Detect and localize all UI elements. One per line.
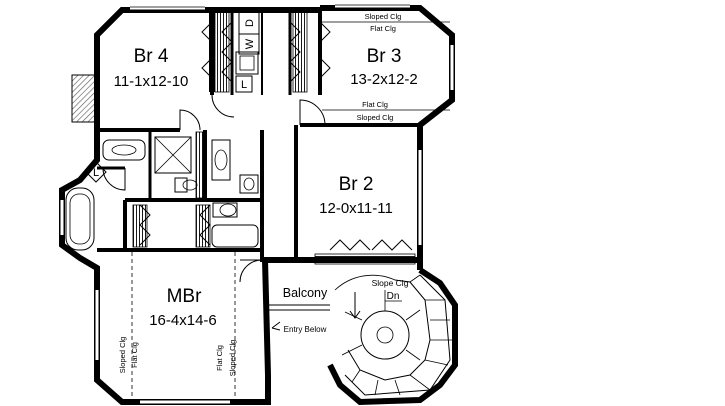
- stair-tower: [327, 267, 458, 406]
- linen-label-left: L: [93, 167, 99, 179]
- chimney: [71, 74, 99, 123]
- room-br2-name: Br 2: [339, 174, 374, 195]
- br3-flat-clg-top: Flat Clg: [370, 24, 396, 33]
- mbr-flat-clg-right: Flat Clg: [215, 345, 224, 371]
- mbr-flat-clg-left: Flat Clg: [130, 342, 139, 368]
- mbr-sloped-clg-right: Sloped Clg: [228, 340, 237, 377]
- entry-below-label: Entry Below: [284, 325, 327, 334]
- mbr-ceiling-lines: [131, 252, 236, 400]
- closet-doors: [139, 21, 413, 251]
- room-mbr-name: MBr: [167, 286, 203, 307]
- bath-fixtures: [65, 51, 259, 251]
- br3-ceiling-lines: [322, 21, 450, 111]
- br3-sloped-clg-bottom: Sloped Clg: [357, 113, 394, 122]
- mbr-sloped-clg-left: Sloped Clg: [118, 337, 127, 374]
- slope-clg-label: Slope Clg: [372, 278, 409, 288]
- br3-flat-clg-bottom: Flat Clg: [362, 100, 388, 109]
- br3-sloped-clg-top: Sloped Clg: [365, 12, 402, 21]
- room-br3-name: Br 3: [367, 46, 402, 67]
- laundry: D W L: [235, 11, 260, 93]
- windows: [59, 4, 455, 405]
- linen-closet-left: L: [85, 161, 107, 183]
- interior-walls: [97, 7, 420, 262]
- room-br4-dims: 11-1x12-10: [114, 73, 189, 90]
- room-br3-dims: 13-2x12-2: [350, 71, 418, 88]
- room-br2-dims: 12-0x11-11: [319, 200, 393, 217]
- door-swings: [102, 94, 326, 283]
- linen-label-upper: L: [241, 79, 247, 91]
- room-br4-name: Br 4: [134, 46, 169, 67]
- washer-label: W: [244, 38, 256, 49]
- balcony-railing: [267, 304, 330, 375]
- room-mbr-dims: 16-4x14-6: [149, 312, 217, 329]
- stair-down-label: Dn: [387, 291, 400, 302]
- balcony-label: Balcony: [283, 286, 328, 300]
- dryer-label: D: [244, 19, 256, 27]
